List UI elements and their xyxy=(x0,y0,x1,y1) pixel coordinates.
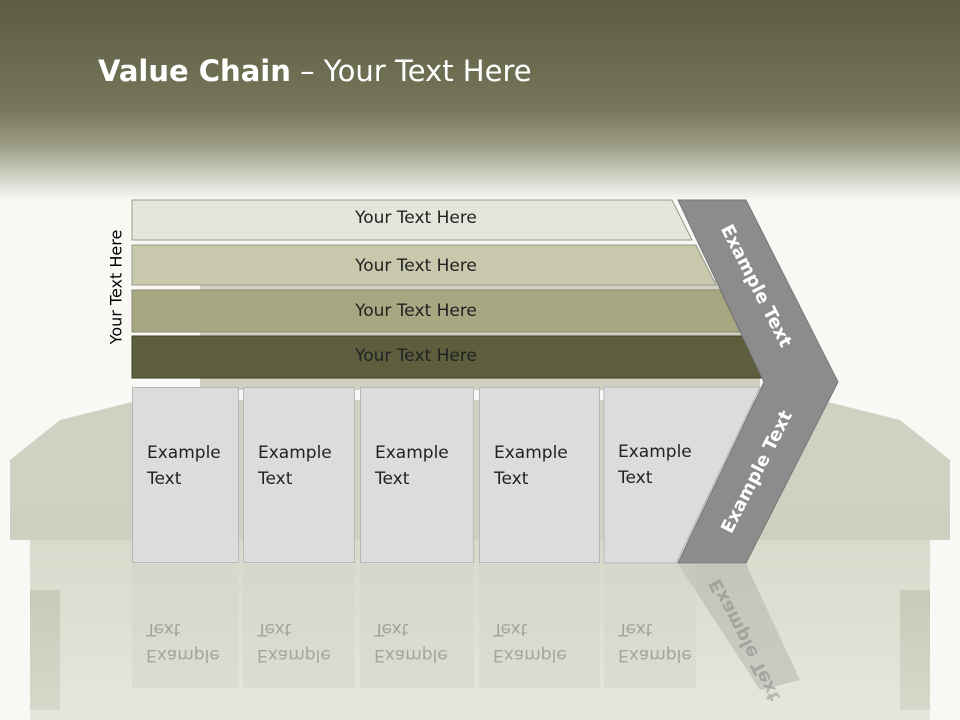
support-box-2-line2: Text xyxy=(258,469,293,489)
page-title: Value Chain – Your Text Here xyxy=(98,54,532,88)
support-box-3-reflection: Example Text xyxy=(360,564,474,688)
support-box-1-reflection-line2: Text xyxy=(146,619,181,639)
support-box-2: Example Text xyxy=(243,387,355,563)
support-box-2-line1: Example xyxy=(258,443,332,463)
support-box-4: Example Text xyxy=(479,387,600,563)
support-box-1-line2: Text xyxy=(147,469,182,489)
support-box-1-line1: Example xyxy=(147,443,221,463)
support-box-2-reflection: Example Text xyxy=(243,564,355,688)
support-box-2-reflection-line1: Example xyxy=(257,645,331,665)
chevron-reflection xyxy=(678,564,800,690)
primary-row-2-label: Your Text Here xyxy=(355,256,477,276)
title-rest: – Your Text Here xyxy=(290,54,532,88)
support-box-5-reflection-line1: Example xyxy=(618,645,692,665)
support-box-5-line1: Example xyxy=(618,442,692,462)
support-box-1-reflection-line1: Example xyxy=(146,645,220,665)
support-box-3-reflection-line2: Text xyxy=(374,619,409,639)
support-box-5: Example Text xyxy=(604,387,694,563)
support-box-4-line1: Example xyxy=(494,443,568,463)
primary-row-4-label: Your Text Here xyxy=(355,346,477,366)
primary-row-3-label: Your Text Here xyxy=(355,301,477,321)
support-box-3-line1: Example xyxy=(375,443,449,463)
support-box-1: Example Text xyxy=(132,387,239,563)
support-box-3-reflection-line1: Example xyxy=(374,645,448,665)
support-box-4-reflection: Example Text xyxy=(479,564,600,688)
support-box-3: Example Text xyxy=(360,387,474,563)
support-box-5-line2: Text xyxy=(618,468,653,488)
support-box-5-shape xyxy=(603,386,761,564)
title-bold: Value Chain xyxy=(98,54,291,88)
support-box-4-reflection-line1: Example xyxy=(493,645,567,665)
support-box-2-reflection-line2: Text xyxy=(257,619,292,639)
support-box-3-line2: Text xyxy=(375,469,410,489)
support-box-5-reflection-line2: Text xyxy=(618,619,653,639)
chevron-arrow xyxy=(677,199,839,564)
support-box-5-reflection: Example Text xyxy=(604,564,696,688)
support-box-4-line2: Text xyxy=(494,469,529,489)
support-box-1-reflection: Example Text xyxy=(132,564,239,688)
primary-row-1-label: Your Text Here xyxy=(355,208,477,228)
primary-row-2-shape xyxy=(131,244,717,286)
support-box-4-reflection-line2: Text xyxy=(493,619,528,639)
side-label: Your Text Here xyxy=(106,229,126,345)
primary-row-1-shape xyxy=(131,199,693,241)
